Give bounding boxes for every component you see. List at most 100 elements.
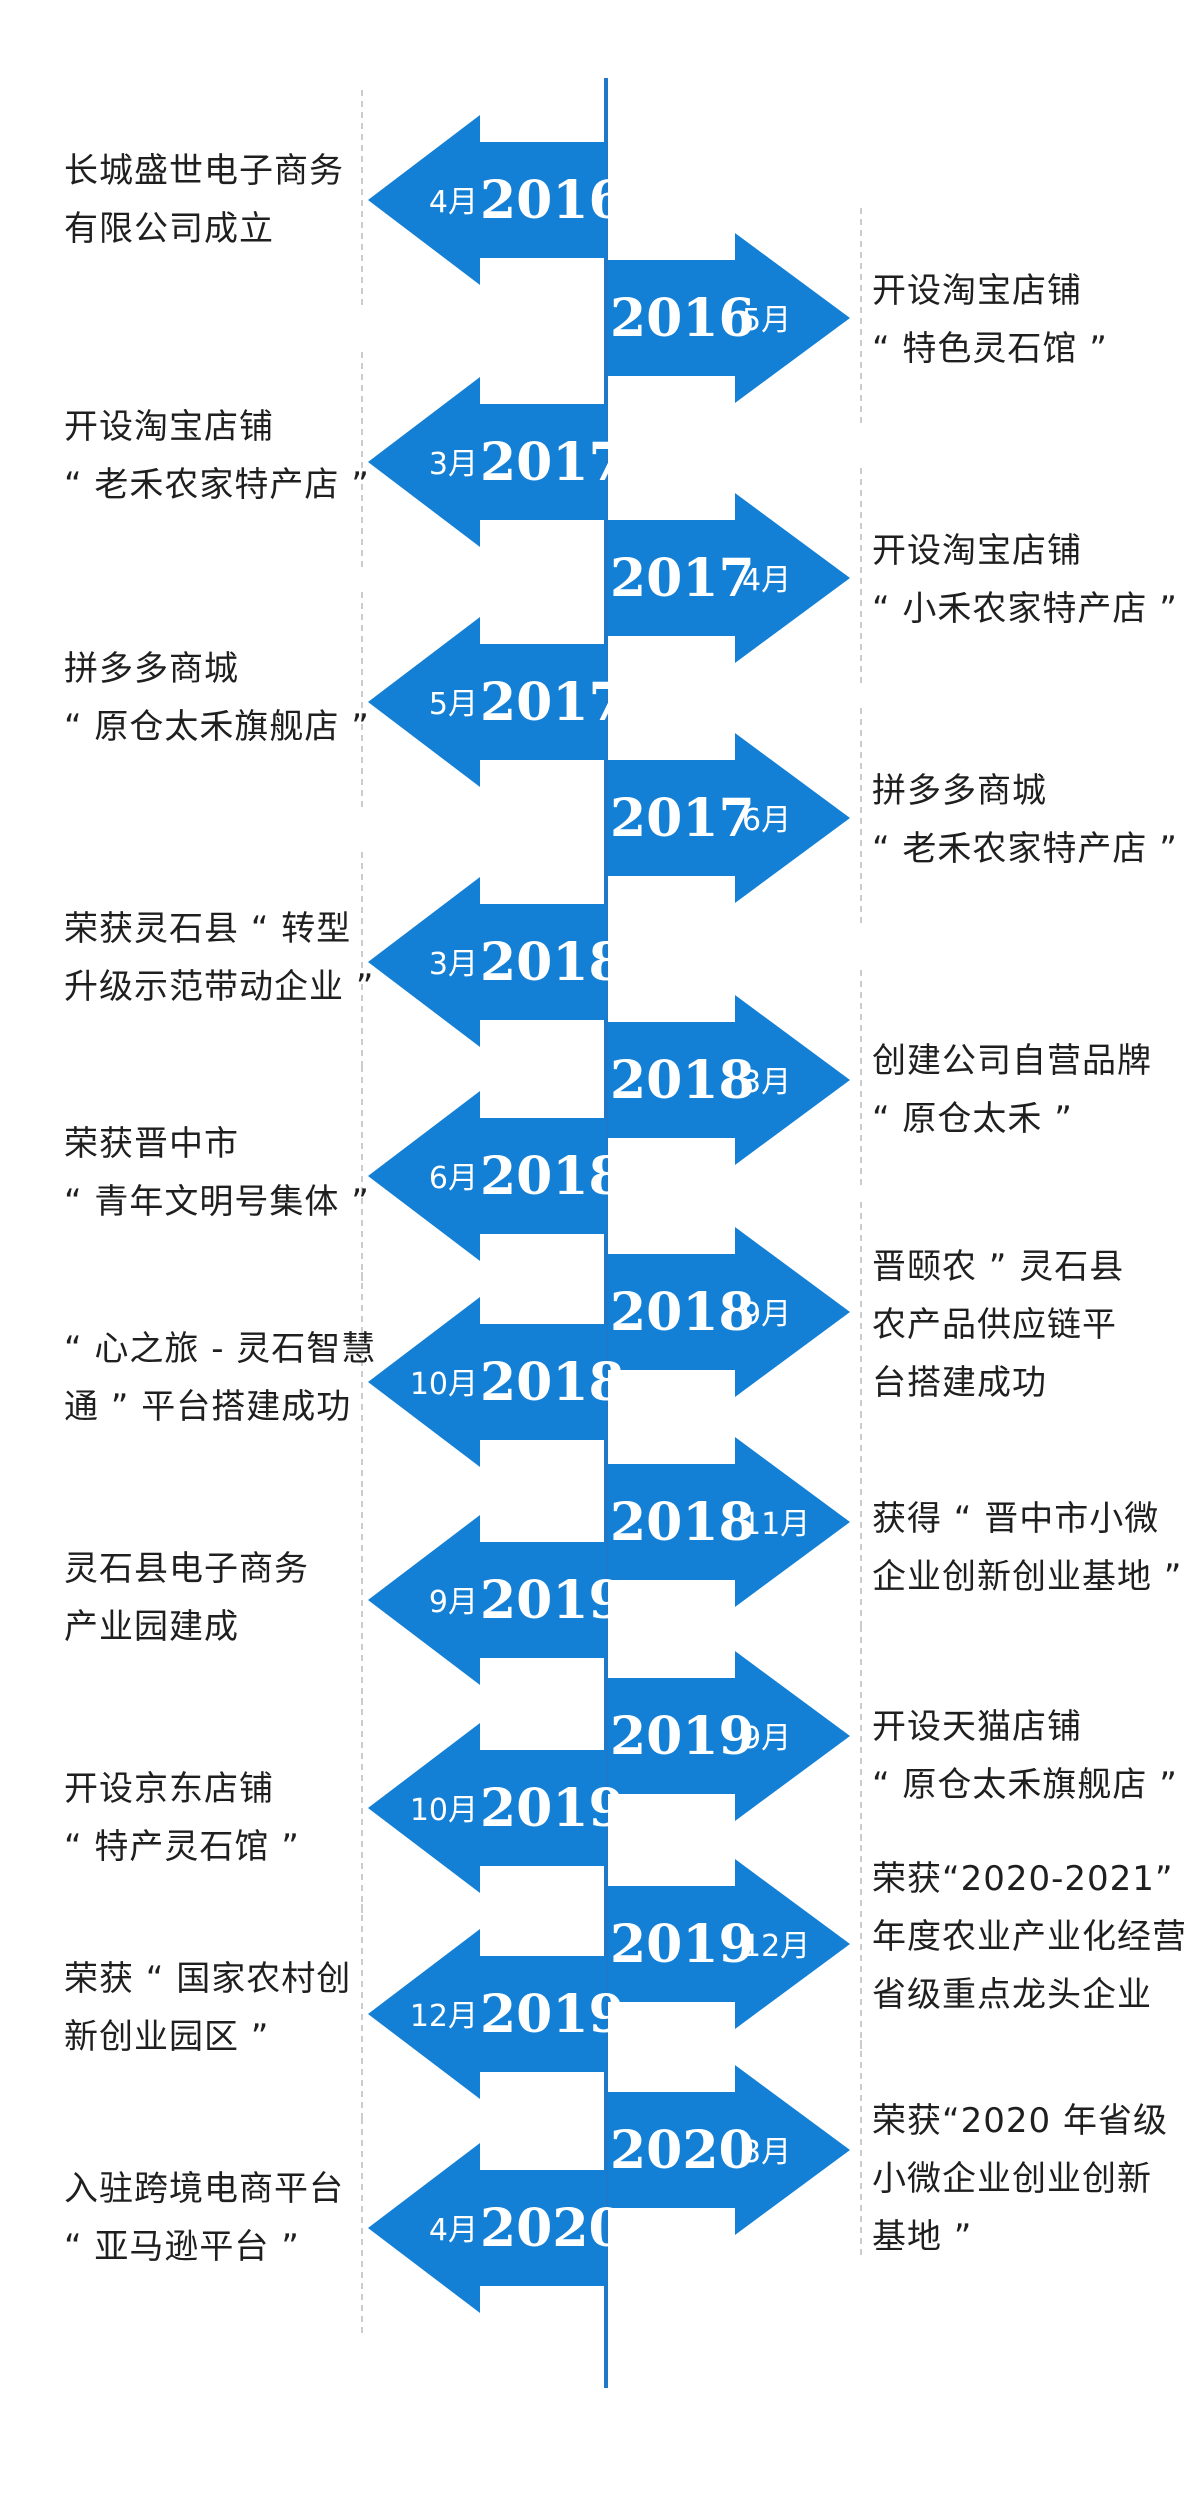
arrow-shape — [608, 1651, 850, 1821]
event-line: “ 小禾农家特产店 ” — [872, 589, 1178, 629]
event-line: 荣获 “ 国家农村创 — [64, 1959, 352, 1999]
year-label: 2017 — [480, 432, 625, 493]
year-label: 2016 — [610, 288, 755, 349]
month-label: 9月 — [429, 1585, 478, 1620]
event-line: 基地 ” — [872, 2217, 973, 2257]
event-line: 荣获“2020 年省级 — [872, 2101, 1168, 2141]
event-line: 拼多多商城 — [64, 649, 239, 689]
month-label: 10月 — [410, 1367, 478, 1402]
event-line: “ 原仓太禾旗舰店 ” — [872, 1765, 1178, 1805]
event-description-9: 荣获晋中市“ 青年文明号集体 ” — [64, 1115, 370, 1231]
arrow-shape — [608, 733, 850, 903]
year-label: 2018 — [480, 1352, 625, 1413]
event-description-15: 开设京东店铺 “ 特产灵石馆 ” — [64, 1760, 300, 1876]
year-label: 2016 — [480, 170, 625, 231]
month-label: 11月 — [742, 1507, 810, 1542]
month-label: 9月 — [742, 1721, 791, 1756]
year-label: 2020 — [610, 2120, 755, 2181]
year-label: 2018 — [480, 1146, 625, 1207]
event-line: 台搭建成功 — [872, 1363, 1047, 1403]
month-label: 10月 — [410, 1793, 478, 1828]
event-line: 灵石县电子商务 — [64, 1549, 309, 1589]
event-line: 通 ” 平台搭建成功 — [64, 1387, 352, 1427]
event-line: 开设淘宝店铺 — [872, 531, 1082, 571]
event-line: “ 亚马逊平台 ” — [64, 2227, 300, 2267]
arrow-shape — [368, 617, 606, 787]
arrow-shape — [608, 233, 850, 403]
event-line: “ 老禾农家特产店 ” — [872, 829, 1178, 869]
year-label: 2017 — [610, 788, 755, 849]
year-label: 2017 — [480, 672, 625, 733]
month-label: 4月 — [742, 563, 791, 598]
event-line: 荣获“2020-2021” — [872, 1859, 1174, 1899]
event-line: 荣获灵石县 “ 转型 — [64, 909, 352, 949]
event-description-18: 荣获“2020 年省级小微企业创业创新基地 ” — [872, 2092, 1168, 2266]
year-label: 2020 — [480, 2198, 625, 2259]
event-description-5: 拼多多商城 “ 原仓太禾旗舰店 ” — [64, 640, 370, 756]
event-description-4: 开设淘宝店铺 “ 小禾农家特产店 ” — [872, 522, 1178, 638]
event-line: 省级重点龙头企业 — [872, 1975, 1152, 2015]
event-description-1: 长城盛世电子商务有限公司成立 — [64, 142, 344, 258]
event-line: 入驻跨境电商平台 — [64, 2169, 344, 2209]
arrow-shape — [368, 1515, 606, 1685]
event-description-12: 获得 “ 晋中市小微企业创新创业基地 ” — [872, 1490, 1182, 1606]
event-description-11: “ 心之旅 - 灵石智慧通 ” 平台搭建成功 — [64, 1320, 376, 1436]
month-label: 3月 — [429, 447, 478, 482]
month-label: 12月 — [410, 1999, 478, 2034]
event-line: 升级示范带动企业 ” — [64, 967, 375, 1007]
event-description-16: 荣获“2020-2021” 年度农业产业化经营省级重点龙头企业 — [872, 1850, 1187, 2024]
event-line: “ 特色灵石馆 ” — [872, 329, 1108, 369]
month-label: 5月 — [742, 303, 791, 338]
month-label: 9月 — [742, 1297, 791, 1332]
year-label: 2019 — [480, 1984, 625, 2045]
month-label: 6月 — [742, 803, 791, 838]
event-description-3: 开设淘宝店铺“ 老禾农家特产店 ” — [64, 398, 370, 514]
month-label: 3月 — [742, 1065, 791, 1100]
year-label: 2017 — [610, 548, 755, 609]
event-description-7: 荣获灵石县 “ 转型升级示范带动企业 ” — [64, 900, 374, 1016]
month-label: 4月 — [429, 2213, 478, 2248]
event-line: “ 原仓太禾旗舰店 ” — [64, 707, 370, 747]
year-label: 2019 — [480, 1778, 625, 1839]
month-label: 12月 — [742, 1929, 810, 1964]
arrow-shape — [608, 2065, 850, 2235]
arrow-shape — [608, 1859, 850, 2029]
event-line: “ 心之旅 - 灵石智慧 — [64, 1329, 377, 1369]
event-line: 有限公司成立 — [64, 209, 274, 249]
year-label: 2019 — [610, 1914, 755, 1975]
arrow-shape — [368, 115, 606, 285]
month-label: 6月 — [429, 1161, 478, 1196]
year-label: 2018 — [610, 1282, 755, 1343]
event-line: 长城盛世电子商务 — [64, 151, 344, 191]
event-line: 创建公司自营品牌 — [872, 1041, 1152, 1081]
month-label: 3月 — [429, 947, 478, 982]
event-description-8: 创建公司自营品牌 “ 原仓太禾 ” — [872, 1032, 1152, 1148]
year-label: 2018 — [480, 932, 625, 993]
event-line: 获得 “ 晋中市小微 — [872, 1499, 1160, 1539]
event-line: “ 原仓太禾 ” — [872, 1099, 1073, 1139]
event-line: 拼多多商城 — [872, 771, 1047, 811]
month-label: 5月 — [429, 687, 478, 722]
event-description-14: 开设天猫店铺“ 原仓太禾旗舰店 ” — [872, 1698, 1178, 1814]
event-line: 开设京东店铺 — [64, 1769, 274, 1809]
event-line: 小微企业创业创新 — [872, 2159, 1152, 2199]
event-line: “ 特产灵石馆 ” — [64, 1827, 300, 1867]
arrow-shape — [608, 995, 850, 1165]
event-line: 晋颐农 ” 灵石县 — [872, 1247, 1125, 1287]
event-description-2: 开设淘宝店铺“ 特色灵石馆 ” — [872, 262, 1108, 378]
arrow-shape — [368, 1723, 606, 1893]
event-line: 年度农业产业化经营 — [872, 1917, 1187, 1957]
